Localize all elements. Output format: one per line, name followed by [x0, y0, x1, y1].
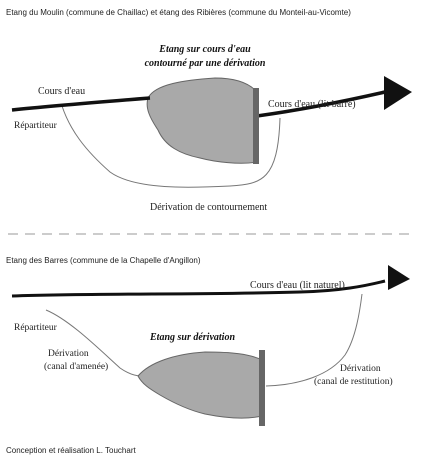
- bypass-channel: [61, 105, 281, 188]
- top-splitter-label: Répartiteur: [14, 121, 58, 131]
- top-title-line2: contourné par une dérivation: [145, 58, 266, 69]
- bottom-title: Etang sur dérivation: [149, 332, 235, 343]
- river-natural-label: Cours d'eau (lit naturel): [250, 280, 345, 291]
- river-top: [11, 96, 151, 112]
- bypass-label: Dérivation de contournement: [150, 202, 267, 213]
- intake-label-line1: Dérivation: [48, 349, 89, 359]
- top-caption: Etang du Moulin (commune de Chaillac) et…: [6, 8, 351, 17]
- dam-top: [253, 88, 259, 164]
- bottom-caption: Etang des Barres (commune de la Chapelle…: [6, 256, 201, 265]
- pond-bottom: [137, 351, 263, 419]
- dam-bottom: [259, 350, 265, 426]
- return-label-line1: Dérivation: [340, 364, 381, 374]
- arrowhead-top: [384, 76, 412, 110]
- return-label-line2: (canal de restitution): [314, 376, 393, 387]
- top-title-line1: Etang sur cours d'eau: [158, 44, 251, 55]
- intake-label-line2: (canal d'amenée): [44, 361, 108, 372]
- river-out-label: Cours d'eau (lit barré): [268, 99, 356, 110]
- arrowhead-bottom: [388, 265, 410, 290]
- river-top-out: [256, 90, 386, 118]
- credit-text: Conception et réalisation L. Touchart: [6, 446, 136, 455]
- bottom-splitter-label: Répartiteur: [14, 323, 58, 333]
- river-bottom: [11, 279, 386, 298]
- pond-top: [146, 77, 258, 164]
- river-in-label: Cours d'eau: [38, 86, 85, 97]
- return-channel: [265, 293, 363, 387]
